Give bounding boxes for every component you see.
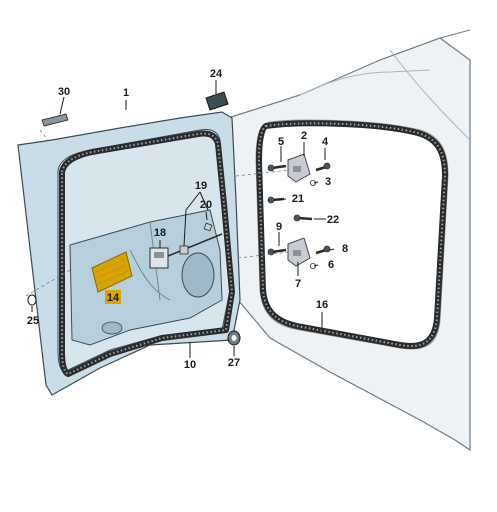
callout-21: 21 bbox=[292, 193, 304, 205]
assembly-lines bbox=[25, 129, 291, 297]
callout-7: 7 bbox=[295, 278, 301, 290]
upper-hinge bbox=[287, 153, 311, 183]
body-door-seal bbox=[256, 120, 448, 349]
hinge-bolts bbox=[267, 162, 331, 269]
callout-8: 8 bbox=[342, 243, 348, 255]
callout-20: 20 bbox=[200, 199, 212, 211]
callout-6: 6 bbox=[328, 259, 334, 271]
callout-9: 9 bbox=[276, 221, 282, 233]
part-30-trim bbox=[41, 113, 69, 127]
callout-1: 1 bbox=[123, 87, 129, 99]
part-25-clip bbox=[27, 294, 37, 306]
callout-30: 30 bbox=[58, 86, 70, 98]
lower-hinge bbox=[287, 237, 311, 267]
door-lock-assembly bbox=[149, 222, 223, 269]
door-shell bbox=[17, 111, 241, 396]
part-14-insulation bbox=[91, 251, 133, 293]
callout-25: 25 bbox=[27, 315, 39, 327]
door-seal bbox=[59, 130, 235, 377]
callout-5: 5 bbox=[278, 136, 284, 148]
callout-19: 19 bbox=[195, 180, 207, 192]
callout-18: 18 bbox=[154, 227, 166, 239]
callout-27: 27 bbox=[228, 357, 240, 369]
callout-2: 2 bbox=[301, 130, 307, 142]
callout-16: 16 bbox=[316, 299, 328, 311]
part-14-label-highlight bbox=[105, 290, 121, 304]
part-27-grommet bbox=[227, 330, 241, 346]
part-24-handle-cap bbox=[205, 91, 229, 111]
callout-3: 3 bbox=[325, 176, 331, 188]
callout-24: 24 bbox=[210, 68, 223, 80]
leader-lines bbox=[31, 80, 335, 358]
callout-10: 10 bbox=[184, 359, 196, 371]
callout-4: 4 bbox=[322, 136, 329, 148]
callout-14: 14 bbox=[107, 292, 120, 304]
callout-22: 22 bbox=[327, 214, 339, 226]
